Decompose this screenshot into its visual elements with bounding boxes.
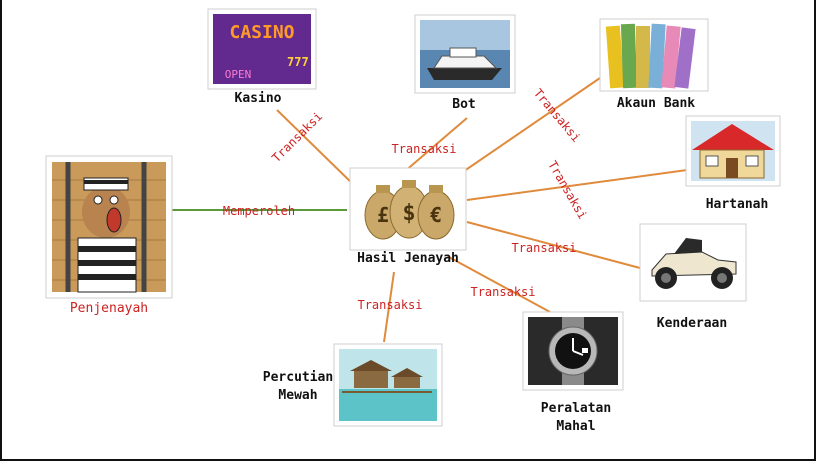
- casino-sign-icon: CASINO OPEN 777: [213, 14, 311, 84]
- label-kasino: Kasino: [235, 91, 282, 106]
- casino-sign-text: CASINO: [229, 22, 294, 43]
- bag-symbol-euro: €: [430, 203, 442, 227]
- node-percutian-mewah: Percutian Mewah: [263, 343, 443, 427]
- edge-label-kasino: Transaksi: [269, 109, 325, 165]
- edge-label-memperoleh: Memperoleh: [223, 204, 295, 218]
- label-kenderaan: Kenderaan: [657, 316, 727, 331]
- node-akaun-bank: Akaun Bank: [599, 18, 709, 111]
- money-bags-icon: £ $ €: [364, 180, 455, 240]
- label-akaun-bank: Akaun Bank: [617, 96, 695, 111]
- node-bot: Bot: [414, 14, 516, 112]
- label-bot: Bot: [452, 97, 475, 112]
- edge-label-hartanah: Transaksi: [545, 158, 590, 221]
- edge-akaun-bank: [453, 77, 601, 179]
- label-hasil-jenayah: Hasil Jenayah: [357, 251, 459, 266]
- casino-sign-sub: OPEN: [225, 68, 252, 81]
- bankbooks-icon: [605, 23, 696, 89]
- prisoner-icon: [52, 162, 166, 293]
- bag-symbol-pound: £: [377, 203, 389, 227]
- label-penjenayah: Penjenayah: [70, 301, 148, 316]
- edge-kasino: [276, 109, 358, 189]
- node-kenderaan: Kenderaan: [639, 223, 747, 331]
- edges: [172, 77, 688, 343]
- node-kasino: CASINO OPEN 777 Kasino: [207, 8, 317, 106]
- label-mahal: Mahal: [556, 419, 595, 434]
- yacht-icon: [420, 20, 510, 88]
- node-hartanah: Hartanah: [685, 115, 781, 212]
- label-mewah: Mewah: [278, 388, 317, 403]
- edge-label-kenderaan: Transaksi: [511, 241, 576, 255]
- house-icon: [691, 121, 775, 181]
- edge-peralatan: [446, 255, 551, 313]
- vintage-car-icon: [645, 229, 741, 296]
- resort-icon: [339, 349, 437, 421]
- edge-kenderaan: [466, 221, 641, 269]
- bag-symbol-dollar: $: [402, 201, 415, 226]
- label-peralatan: Peralatan: [541, 401, 611, 416]
- edge-hartanah: [466, 169, 688, 201]
- edge-percutian: [383, 271, 395, 343]
- edge-label-bot: Transaksi: [391, 142, 456, 156]
- edge-label-percutian: Transaksi: [357, 298, 422, 312]
- node-hasil-jenayah: £ $ € Hasil Jenayah: [349, 167, 467, 266]
- label-hartanah: Hartanah: [706, 197, 769, 212]
- svg-text:777: 777: [287, 55, 309, 69]
- edge-label-peralatan: Transaksi: [470, 285, 535, 299]
- watch-icon: [528, 317, 618, 385]
- node-peralatan-mahal: Peralatan Mahal: [522, 311, 624, 434]
- node-penjenayah: Penjenayah: [45, 155, 173, 316]
- label-percutian: Percutian: [263, 370, 333, 385]
